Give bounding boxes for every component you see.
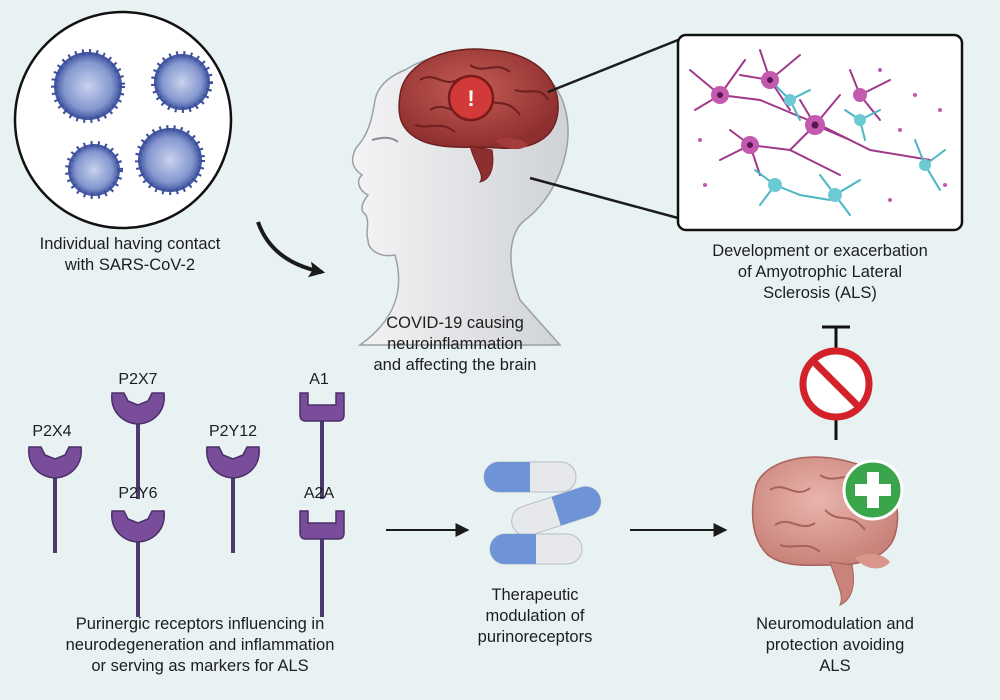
infection-arrow <box>256 221 326 278</box>
virus-particle-icon <box>51 49 125 123</box>
zoom-line-top <box>547 38 679 94</box>
virus-particle-icon <box>151 51 213 113</box>
receptor-p2x4-icon <box>28 446 82 553</box>
receptor-label-p2y6: P2Y6 <box>118 485 158 502</box>
pills-caption: Therapeutic modulation of purinoreceptor… <box>460 585 610 648</box>
als-neuron-panel <box>676 33 964 232</box>
receptor-a2a-icon <box>299 510 345 617</box>
receptor-label-a2a: A2A <box>303 485 335 502</box>
receptor-p2y12-icon <box>206 446 260 553</box>
caption-line: Therapeutic <box>491 586 579 604</box>
virus-panel <box>13 10 233 230</box>
receptor-label-a1: A1 <box>309 371 329 388</box>
receptors-caption: Purinergic receptors influencing in neur… <box>20 614 380 677</box>
receptor-p2x7-icon <box>111 392 165 499</box>
caption-line: protection avoiding <box>765 636 905 654</box>
brain-caption: COVID-19 causing neuroinflammation and a… <box>360 313 550 376</box>
caption-line: or serving as markers for ALS <box>91 657 309 675</box>
plus-icon <box>842 459 904 521</box>
caption-line: of Amyotrophic Lateral <box>737 263 903 281</box>
caption-line: COVID-19 causing <box>386 314 524 332</box>
receptor-group <box>28 392 345 617</box>
pill-icon <box>483 461 577 493</box>
receptor-a1-icon <box>299 392 345 499</box>
receptor-label-p2x7: P2X7 <box>118 371 158 388</box>
virus-caption: Individual having contact with SARS-CoV-… <box>15 234 245 276</box>
caption-line: with SARS-CoV-2 <box>64 256 196 274</box>
inhibition-icon <box>799 325 873 440</box>
caption-line: neurodegeneration and inflammation <box>65 636 335 654</box>
alert-icon: ! <box>447 74 495 122</box>
pill-icon <box>511 486 602 537</box>
svg-text:!: ! <box>467 86 474 111</box>
als-caption: Development or exacerbation of Amyotroph… <box>680 241 960 304</box>
neuron-network-icon <box>689 49 947 216</box>
caption-line: Sclerosis (ALS) <box>763 284 877 302</box>
caption-line: neuroinflammation <box>387 335 523 353</box>
virus-particle-icon <box>65 141 123 199</box>
receptor-p2y6-icon <box>111 510 165 617</box>
caption-line: and affecting the brain <box>373 356 537 374</box>
zoom-line-bottom <box>529 176 679 220</box>
receptor-label-p2x4: P2X4 <box>32 423 72 440</box>
receptor-label-p2y12: P2Y12 <box>208 423 258 440</box>
protection-caption: Neuromodulation and protection avoiding … <box>740 614 930 677</box>
pill-icon <box>489 533 583 565</box>
caption-line: modulation of <box>485 607 585 625</box>
caption-line: Development or exacerbation <box>712 242 928 260</box>
caption-line: Neuromodulation and <box>756 615 914 633</box>
virus-particle-icon <box>135 125 205 195</box>
caption-line: Individual having contact <box>39 235 221 253</box>
caption-line: Purinergic receptors influencing in <box>75 615 325 633</box>
caption-line: purinoreceptors <box>477 628 593 646</box>
caption-line: ALS <box>819 657 851 675</box>
